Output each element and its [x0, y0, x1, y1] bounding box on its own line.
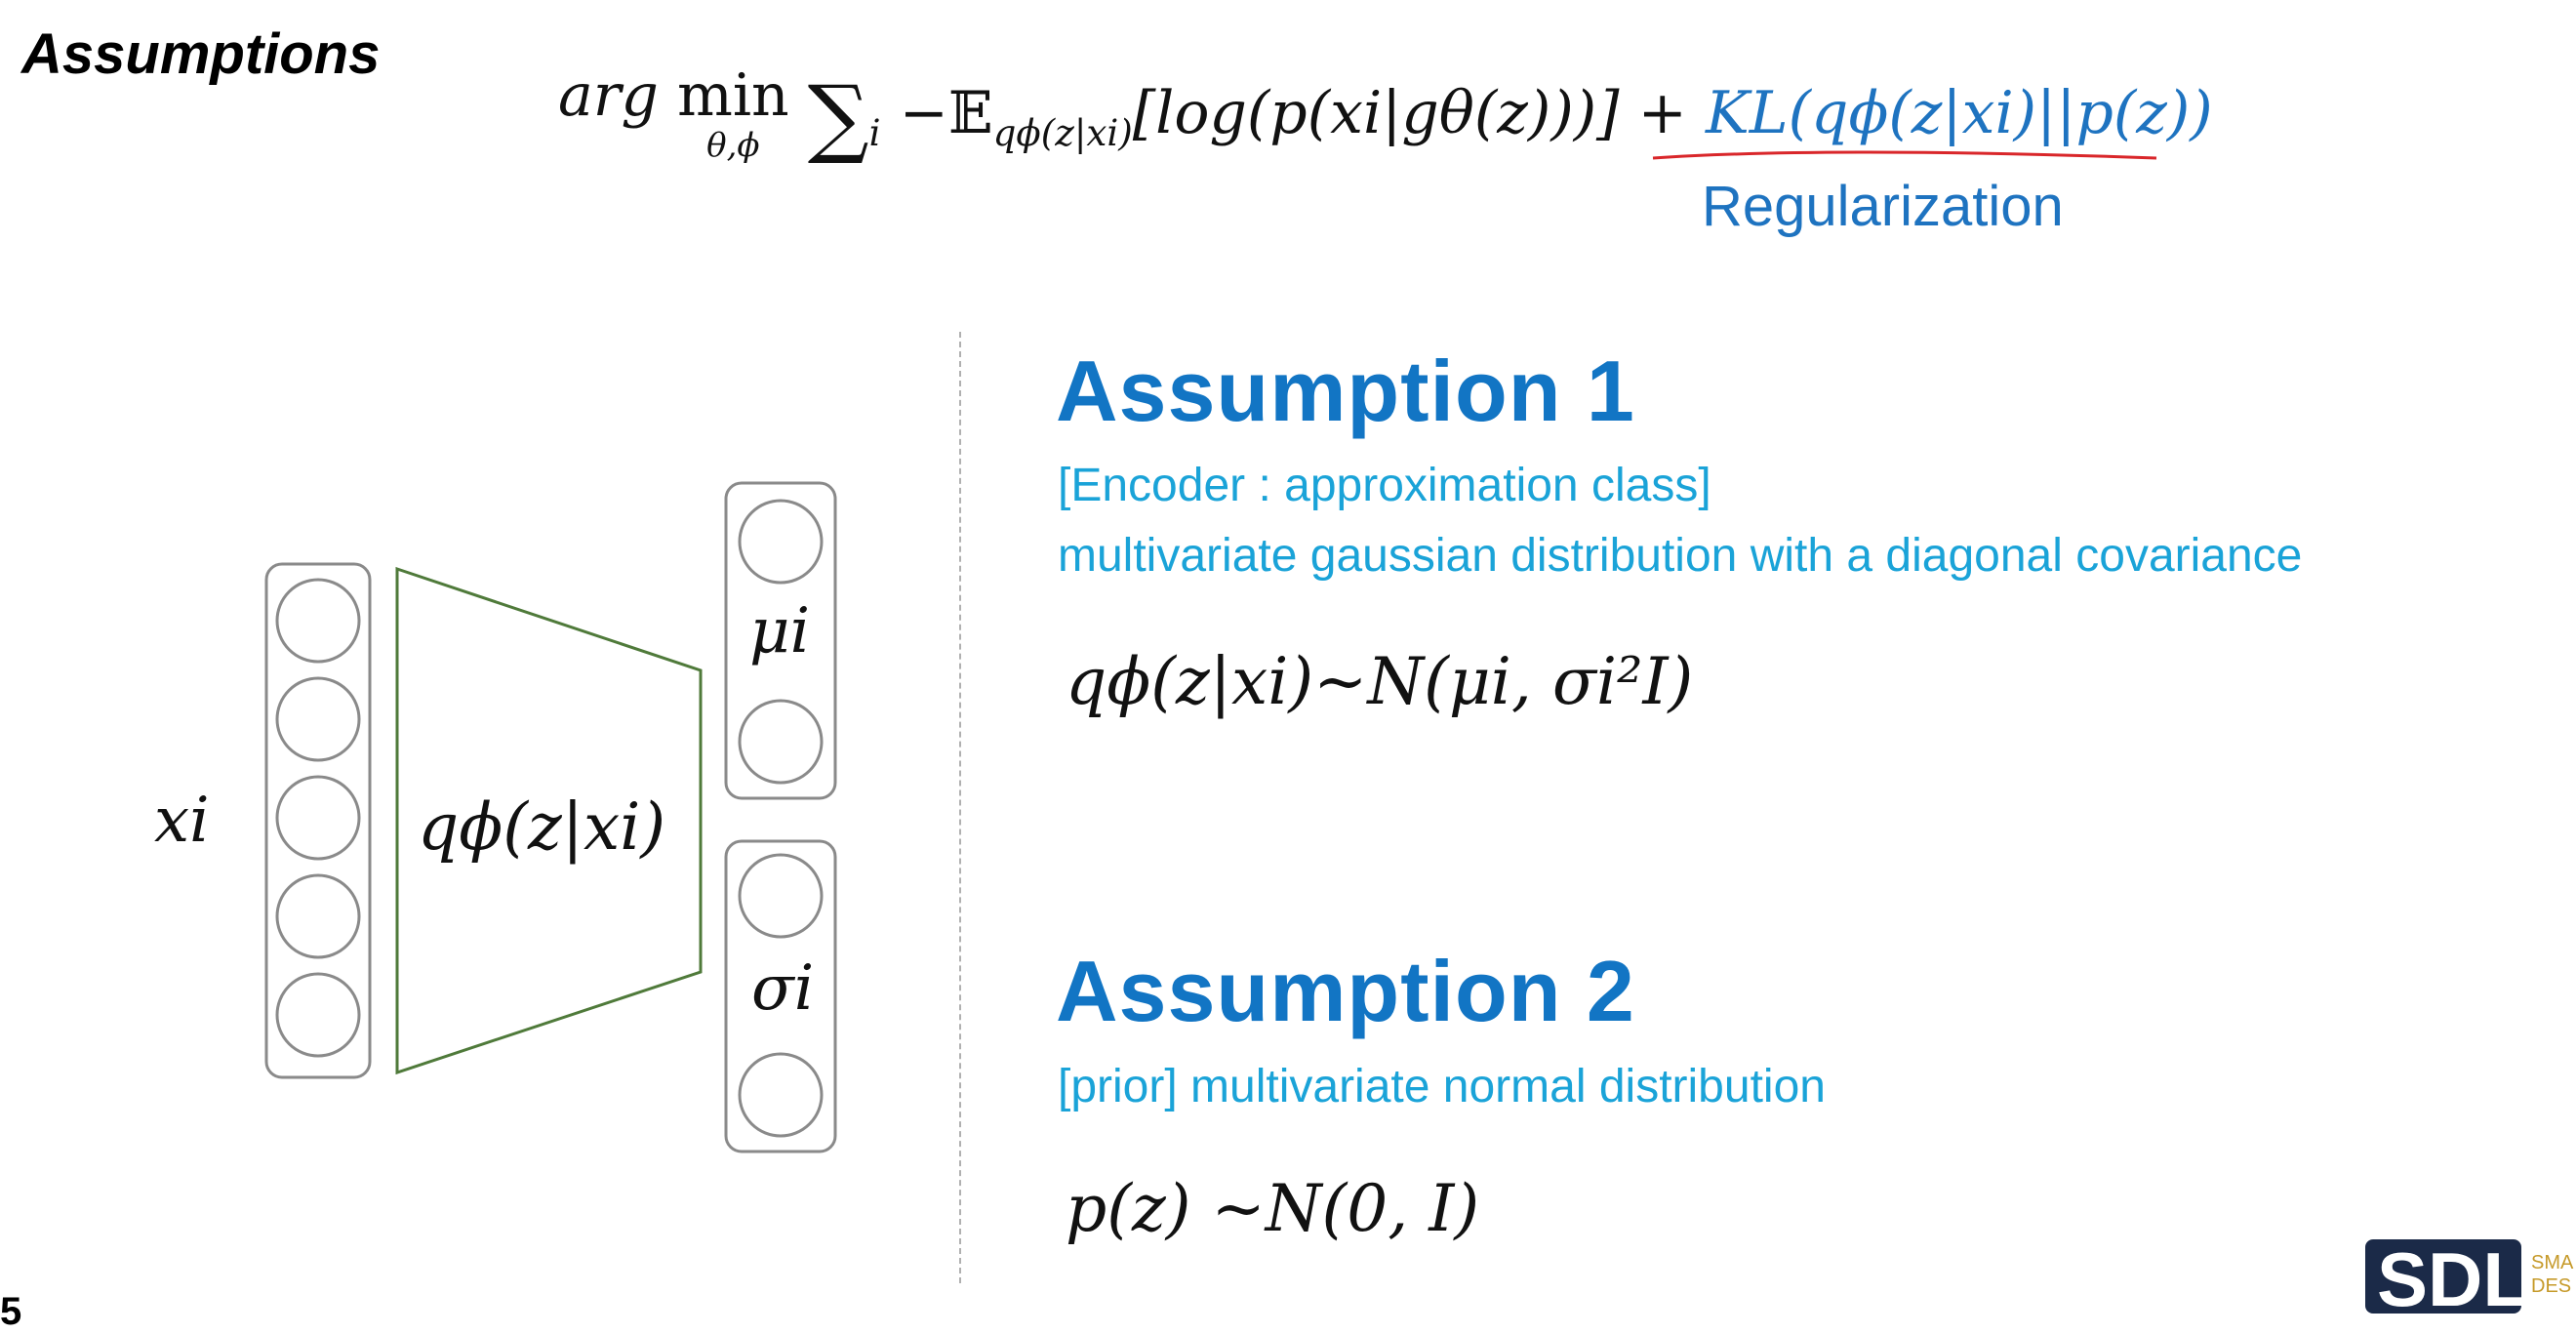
- logo-block: [2365, 1239, 2521, 1314]
- mu-layer-box: [724, 481, 837, 800]
- assumption1-desc-line1: [Encoder : approximation class]: [1058, 460, 1711, 511]
- sigma-node: [738, 1052, 824, 1138]
- input-layer-box: [264, 562, 372, 1079]
- slide-title: Assumptions: [21, 22, 381, 86]
- kl-divergence-term: KL(qϕ(z|xi)||p(z)): [1705, 79, 2213, 147]
- log-likelihood-term: [log(p(xi|gθ(z)))]: [1132, 79, 1620, 147]
- mu-label: μi: [749, 595, 810, 667]
- mu-node: [738, 699, 824, 785]
- input-node: [275, 578, 361, 664]
- sigma-layer-box: [724, 839, 837, 1153]
- assumption1-desc-line2: multivariate gaussian distribution with …: [1058, 530, 2303, 582]
- regularization-underline: [1652, 150, 2157, 160]
- assumption1-heading: Assumption 1: [1056, 343, 1635, 439]
- mu-node: [738, 499, 824, 585]
- input-node: [275, 972, 361, 1058]
- logo-side-text-1: SMA: [2531, 1252, 2574, 1273]
- sigma-layer: [724, 839, 837, 1153]
- objective-formula: arg min θ,ϕ ∑i −𝔼qϕ(z|xi)[log(p(xi|gθ(z)…: [558, 66, 2213, 167]
- expectation-symbol: −𝔼: [899, 79, 993, 147]
- vertical-divider: [959, 332, 961, 1283]
- sigma-node: [738, 853, 824, 939]
- logo-text: SDL: [2377, 1239, 2529, 1314]
- regularization-label: Regularization: [1702, 175, 2064, 238]
- plus-sign: +: [1637, 79, 1687, 147]
- input-node: [275, 873, 361, 959]
- logo-side-text-2: DES: [2531, 1275, 2571, 1297]
- assumption2-heading: Assumption 2: [1056, 943, 1635, 1039]
- expectation-subscript: qϕ(z|xi): [992, 111, 1133, 154]
- page-number: 5: [0, 1290, 22, 1333]
- input-node: [275, 676, 361, 762]
- input-layer: [264, 562, 372, 1079]
- min-subscript: θ,ϕ: [706, 126, 760, 165]
- sigma-label: σi: [751, 952, 814, 1025]
- input-label: xi: [154, 785, 210, 857]
- encoder-label: qϕ(z|xi): [418, 789, 665, 865]
- encoder-trapezoid: [395, 566, 703, 1075]
- assumption1-formula: qϕ(z|xi)~N(μi, σi²I): [1066, 644, 1694, 719]
- argmin-text: arg: [558, 61, 659, 130]
- input-node: [275, 775, 361, 861]
- encoder-diagram: xi qϕ(z|xi) μi σi: [154, 481, 837, 1153]
- mu-layer: [724, 481, 837, 800]
- min-operator: min θ,ϕ: [677, 66, 789, 162]
- sum-symbol: ∑: [807, 66, 869, 167]
- assumption2-formula: p(z) ~N(0, I): [1066, 1171, 1480, 1246]
- sum-subscript: i: [868, 111, 881, 154]
- argmin-operator: arg: [558, 66, 659, 125]
- assumption2-desc: [prior] multivariate normal distribution: [1058, 1061, 1826, 1112]
- sdl-logo: SDL SMA DES: [2365, 1239, 2574, 1314]
- min-text: min: [676, 61, 789, 130]
